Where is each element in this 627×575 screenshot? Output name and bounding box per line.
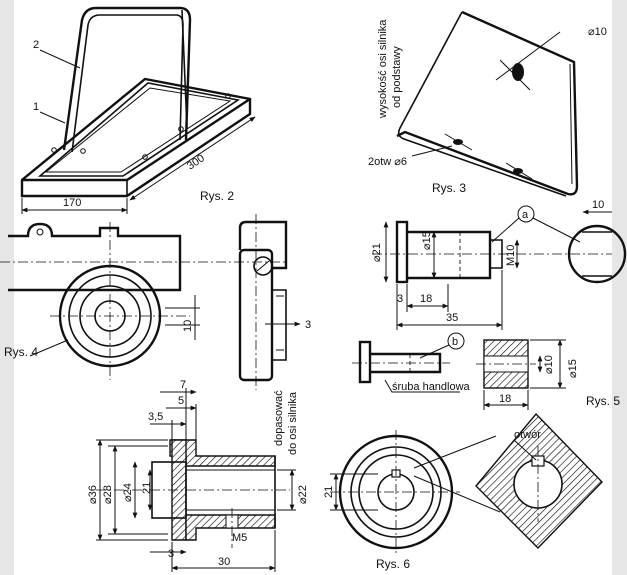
rys6-dim-7: 7 [180, 379, 186, 391]
rys2-label-2: 2 [33, 39, 39, 51]
rys6-dim-3: 3 [168, 548, 174, 560]
rys6-dim-21-front: 21 [323, 486, 335, 498]
rys5-caption: Rys. 5 [586, 394, 620, 408]
screw-icon [253, 256, 273, 276]
rys2-caption: Rys. 2 [200, 189, 234, 203]
hole-icon [225, 93, 231, 99]
rys3-caption: Rys. 3 [432, 181, 466, 195]
rys6-phi28: ⌀28 [102, 485, 114, 504]
rys6-m5: M5 [232, 532, 247, 544]
rys6-note-1: dopasować [273, 390, 285, 446]
rys5-dim-10: 10 [592, 199, 604, 211]
page-bleed-left [0, 0, 14, 575]
rys6-note-2: do osi silnika [287, 391, 299, 455]
rys5-label-b: b [452, 336, 458, 348]
rys5-sleeve-figure [476, 339, 566, 410]
rys6-phi36: ⌀36 [87, 485, 99, 504]
rys3-phi10: ⌀10 [588, 26, 607, 38]
rys4-caption: Rys. 4 [4, 345, 38, 359]
rys5-dim-18: 18 [420, 293, 432, 305]
hole-icon [80, 148, 86, 154]
rys5-screw-figure [352, 332, 465, 393]
rys6-pulley-section [96, 388, 296, 572]
rys5-dim-3: 3 [397, 293, 403, 305]
hole-icon [51, 147, 57, 153]
rys2-label-1: 1 [33, 101, 39, 113]
rys3-height-note-2: od podstawy [391, 46, 403, 108]
rys5-phi15-sleeve: ⌀15 [567, 359, 579, 378]
rys2-frame-figure [20, 6, 256, 214]
rys3-height-note-1: wysokość osi silnika [377, 19, 389, 119]
rys5-phi10-sleeve: ⌀10 [543, 355, 555, 374]
rys6-hole: otwór [514, 429, 541, 441]
hole-icon [512, 63, 524, 81]
rys4-motor-figure [0, 214, 301, 390]
rys6-dim-3-5: 3,5 [148, 411, 163, 423]
rys5-pin-figure [372, 205, 627, 330]
rys6-phi22: ⌀22 [297, 485, 309, 504]
screw-icon [36, 228, 44, 236]
page-bleed-right [612, 0, 627, 575]
rys6-dim-5: 5 [178, 395, 184, 407]
rys6-phi24: ⌀24 [122, 483, 134, 502]
rys4-dim-10: 10 [182, 320, 194, 332]
rys5-m10: M10 [505, 245, 517, 266]
rys3-holes: 2otw ⌀6 [368, 156, 407, 168]
rys6-dim-30: 30 [218, 556, 230, 568]
rys5-phi15-pin: ⌀15 [421, 231, 433, 250]
rys5-label-a: a [522, 209, 529, 221]
rys6-caption: Rys. 6 [376, 557, 410, 571]
rys4-dim-3: 3 [305, 319, 311, 331]
rys2-dim-170: 170 [63, 197, 81, 209]
rys5-dim-35: 35 [446, 312, 458, 324]
rys5-dim-18-sleeve: 18 [499, 393, 511, 405]
rys6-pulley-front [330, 412, 603, 556]
rys5-screw: śruba handlowa [392, 381, 471, 393]
rys6-dim-21: 21 [141, 482, 153, 494]
rys3-bracket-figure [396, 10, 579, 197]
rys5-phi21: ⌀21 [371, 243, 383, 262]
